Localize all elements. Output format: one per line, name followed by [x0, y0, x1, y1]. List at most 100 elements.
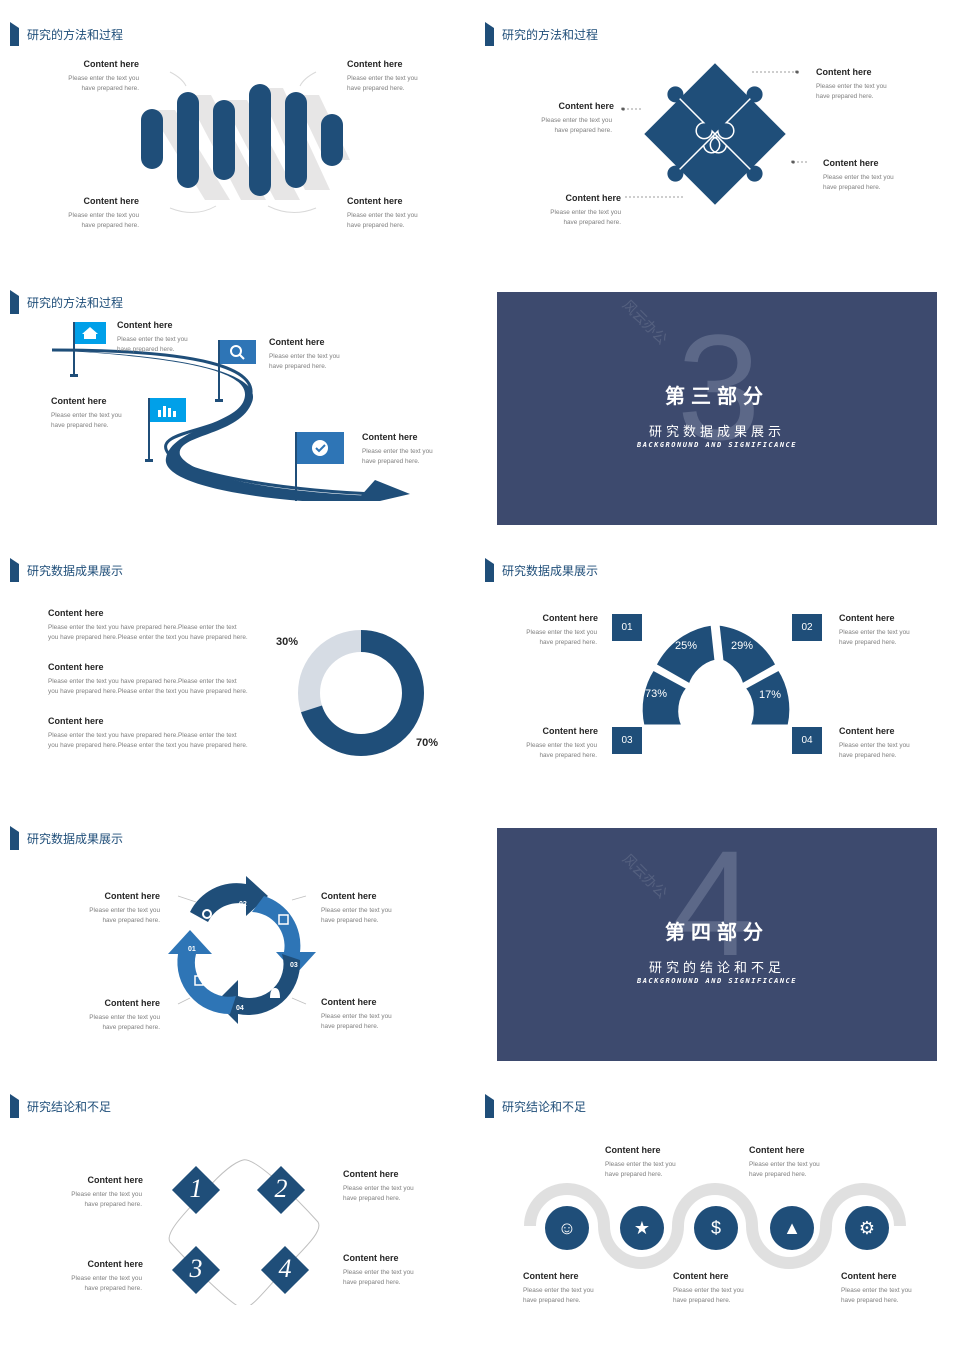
- content-heading: Content here: [839, 726, 895, 736]
- section-subtitle: 研究数据成果展示: [648, 425, 785, 440]
- section-english: BACKGRONUND AND SIGNIFICANCE: [636, 977, 797, 985]
- content-body: Please enter the text you have prepared …: [362, 448, 433, 465]
- content-heading: Content here: [823, 158, 879, 168]
- home-flag-icon: [70, 322, 106, 377]
- content-heading: Content here: [343, 1169, 399, 1179]
- content-heading: Content here: [104, 998, 160, 1008]
- content-body: Please enter the text you have prepared …: [841, 1287, 912, 1304]
- content-heading: Content here: [347, 59, 403, 69]
- title-tag: [10, 826, 19, 850]
- content-body: Please enter the text you have prepared …: [523, 1287, 594, 1304]
- content-heading: Content here: [343, 1253, 399, 1263]
- diamond-number: 1: [189, 1174, 203, 1203]
- slide-title: 研究数据成果展示: [27, 564, 124, 578]
- content-heading: Content here: [558, 101, 614, 111]
- content-body: Please enter the text you have prepared …: [117, 336, 188, 353]
- title-tag: [10, 290, 19, 314]
- content-body: Please enter the text you have prepared …: [51, 412, 122, 429]
- donut-chart: [298, 630, 424, 756]
- content-body: Please enter the text you have prepared …: [48, 624, 248, 641]
- content-heading: Content here: [816, 67, 872, 77]
- slide-title: 研究数据成果展示: [502, 564, 599, 578]
- content-heading: Content here: [841, 1271, 897, 1281]
- slide-result-cycle: 研究数据成果展示 01 02 03 04 Content here Please…: [0, 804, 440, 1037]
- content-body: Please enter the text you have prepared …: [48, 732, 248, 749]
- content-heading: Content here: [48, 716, 104, 726]
- section-4-slide: 4 风云办公 第四部分 研究的结论和不足 BACKGRONUND AND SIG…: [497, 828, 937, 1061]
- slide-method-bars: 研究的方法和过程 Content here Please enter the t…: [0, 0, 440, 233]
- content-body: Please enter the text you have prepared …: [347, 75, 418, 92]
- section-title: 第三部分: [665, 384, 769, 408]
- donut-light-label: 30%: [276, 636, 299, 648]
- bar-graphic: [141, 71, 350, 213]
- diamond-number: 4: [278, 1254, 292, 1283]
- content-body: Please enter the text you have prepared …: [89, 1014, 160, 1031]
- arc-graphic: [639, 622, 793, 728]
- cycle-graphic: 01 02 03 04: [168, 876, 316, 1024]
- content-body: Please enter the text you have prepared …: [541, 117, 612, 134]
- content-body: Please enter the text you have prepared …: [48, 678, 248, 695]
- title-tag: [485, 1094, 494, 1118]
- content-heading: Content here: [117, 320, 173, 330]
- content-heading: Content here: [362, 432, 418, 442]
- content-body: Please enter the text you have prepared …: [269, 353, 340, 370]
- content-heading: Content here: [347, 196, 403, 206]
- title-tag: [485, 558, 494, 582]
- title-tag: [10, 1094, 19, 1118]
- content-body: Please enter the text you have prepared …: [839, 629, 910, 646]
- search-flag-icon: [215, 340, 256, 402]
- slide-conclusion-wave: 研究结论和不足 ☺ ★ $ ▲ ⚙ Content here Please en…: [475, 1072, 915, 1305]
- user-icon: ☺: [545, 1206, 589, 1250]
- content-heading: Content here: [104, 891, 160, 901]
- content-heading: Content here: [83, 196, 139, 206]
- diamond-number: 2: [274, 1174, 288, 1203]
- content-heading: Content here: [48, 608, 104, 618]
- gear-icon: [202, 909, 212, 919]
- money-bag-icon: $: [694, 1206, 738, 1250]
- slide-title: 研究结论和不足: [27, 1100, 112, 1114]
- slide-conclusion-diamonds: 研究结论和不足 1 2 3 4 Content here Please ente…: [0, 1072, 440, 1305]
- content-body: Please enter the text you have prepared …: [816, 83, 887, 100]
- content-heading: Content here: [83, 59, 139, 69]
- content-body: Please enter the text you have prepared …: [321, 907, 392, 924]
- slide-method-puzzle: 研究的方法和过程 Content here Please enter the t…: [475, 0, 915, 233]
- content-body: Please enter the text you have prepared …: [343, 1269, 414, 1286]
- section-subtitle: 研究的结论和不足: [648, 961, 785, 976]
- content-body: Please enter the text you have prepared …: [68, 212, 139, 229]
- donut-dark-segment: [298, 630, 424, 756]
- gear-icon: ⚙: [845, 1206, 889, 1250]
- title-tag: [10, 558, 19, 582]
- slide-title: 研究数据成果展示: [27, 832, 124, 846]
- edit-icon: [278, 914, 289, 925]
- chart-flag-icon: [145, 398, 186, 462]
- content-heading: Content here: [87, 1175, 143, 1185]
- wave-graphic: [524, 1183, 906, 1269]
- content-heading: Content here: [565, 193, 621, 203]
- content-body: Please enter the text you have prepared …: [343, 1185, 414, 1202]
- slide-title: 研究的方法和过程: [502, 28, 599, 42]
- idea-icon: ★: [620, 1206, 664, 1250]
- content-body: Please enter the text you have prepared …: [347, 212, 418, 229]
- content-heading: Content here: [269, 337, 325, 347]
- segment-label: 73%: [645, 688, 668, 700]
- content-heading: Content here: [321, 997, 377, 1007]
- diamond-number: 3: [189, 1254, 203, 1283]
- content-body: Please enter the text you have prepared …: [823, 174, 894, 191]
- step-box: 03: [612, 727, 642, 754]
- content-heading: Content here: [673, 1271, 729, 1281]
- slide-result-donut: 研究数据成果展示 Content here Please enter the t…: [0, 536, 440, 769]
- content-body: Please enter the text you have prepared …: [321, 1013, 392, 1030]
- segment-label: 25%: [675, 640, 698, 652]
- content-heading: Content here: [542, 726, 598, 736]
- content-heading: Content here: [87, 1259, 143, 1269]
- content-body: Please enter the text you have prepared …: [68, 75, 139, 92]
- slide-title: 研究的方法和过程: [27, 28, 124, 42]
- puzzle-graphic: [621, 63, 807, 205]
- segment-label: 29%: [731, 640, 754, 652]
- section-3-slide: 3 风云办公 第三部分 研究数据成果展示 BACKGRONUND AND SIG…: [497, 292, 937, 525]
- segment-label: 17%: [759, 689, 782, 701]
- content-heading: Content here: [321, 891, 377, 901]
- content-body: Please enter the text you have prepared …: [526, 742, 597, 759]
- content-body: Please enter the text you have prepared …: [673, 1287, 744, 1304]
- content-heading: Content here: [839, 613, 895, 623]
